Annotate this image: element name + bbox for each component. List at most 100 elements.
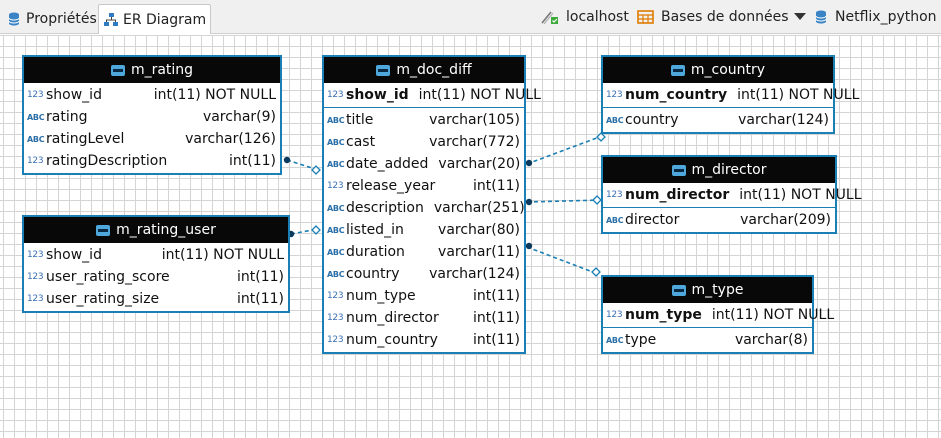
column-type: varchar(126) (185, 131, 276, 147)
numeric-type-icon: 123 (327, 90, 344, 100)
entity-name: m_doc_diff (396, 62, 472, 78)
column-type: int(11) (473, 310, 520, 326)
column-name: duration (346, 244, 405, 260)
er-diagram-icon (104, 12, 118, 26)
column-name: description (346, 200, 424, 216)
text-type-icon: ABC (606, 115, 624, 125)
column-name: country (346, 266, 400, 282)
chevron-down-icon[interactable] (794, 13, 806, 20)
entity-name: m_type (691, 282, 744, 298)
column-name: date_added (346, 156, 429, 172)
table-icon (670, 64, 685, 76)
column-name: num_country (625, 87, 728, 103)
numeric-type-icon: 123 (27, 294, 44, 304)
numeric-type-icon: 123 (27, 90, 44, 100)
table-icon (376, 64, 391, 76)
entity-name: m_rating_user (116, 222, 216, 238)
text-type-icon: ABC (327, 115, 345, 125)
folder-label: Bases de données (661, 9, 789, 25)
numeric-type-icon: 123 (327, 335, 344, 345)
folder-grid-icon (637, 10, 654, 24)
column-name: rating (46, 109, 88, 125)
text-type-icon: ABC (327, 225, 345, 235)
tab-er-diagram[interactable]: ER Diagram (98, 4, 212, 34)
entity-header[interactable]: m_country (603, 57, 833, 83)
column-name: num_country (346, 332, 438, 348)
editor-topbar: Propriétés ER Diagram localhost Bases de… (0, 0, 941, 34)
column-type: int(11) NOT NULL (737, 87, 860, 103)
entity-header[interactable]: m_doc_diff (324, 57, 524, 83)
column-type: int(11) NOT NULL (711, 307, 835, 323)
connection-host[interactable]: localhost (540, 6, 629, 28)
column-type: int(11) NOT NULL (739, 187, 862, 203)
server-connected-icon (541, 11, 558, 25)
column-type: varchar(8) (734, 332, 808, 348)
column-name: title (346, 112, 374, 128)
column-name: show_id (46, 87, 102, 103)
column-type: int(11) (229, 153, 276, 169)
table-icon (96, 224, 111, 236)
column-name: listed_in (346, 222, 404, 238)
entity-header[interactable]: m_rating (24, 57, 280, 83)
host-label: localhost (566, 9, 629, 25)
column-name: director (625, 212, 680, 228)
column-name: user_rating_size (46, 291, 160, 307)
entity-name: m_country (690, 62, 766, 78)
column-type: int(11) NOT NULL (153, 87, 276, 103)
column-type: int(11) (473, 178, 520, 194)
column-name: num_type (625, 307, 702, 323)
connection-folder[interactable]: Bases de données (637, 6, 789, 28)
text-type-icon: ABC (327, 247, 345, 257)
column-name: release_year (346, 178, 436, 194)
numeric-type-icon: 123 (327, 291, 344, 301)
database-label: Netflix_python (835, 9, 937, 25)
table-icon (671, 284, 686, 296)
table-icon (110, 64, 125, 76)
tab-properties[interactable]: Propriétés (2, 4, 101, 34)
table-icon (671, 164, 686, 176)
entity-header[interactable]: m_rating_user (24, 217, 288, 243)
connection-database[interactable]: Netflix_python (813, 6, 937, 28)
column-type: varchar(251) (433, 200, 525, 216)
text-type-icon: ABC (327, 203, 345, 213)
entity-header[interactable]: m_type (603, 277, 812, 303)
database-icon (815, 10, 827, 24)
entity-header[interactable]: m_director (603, 157, 835, 183)
